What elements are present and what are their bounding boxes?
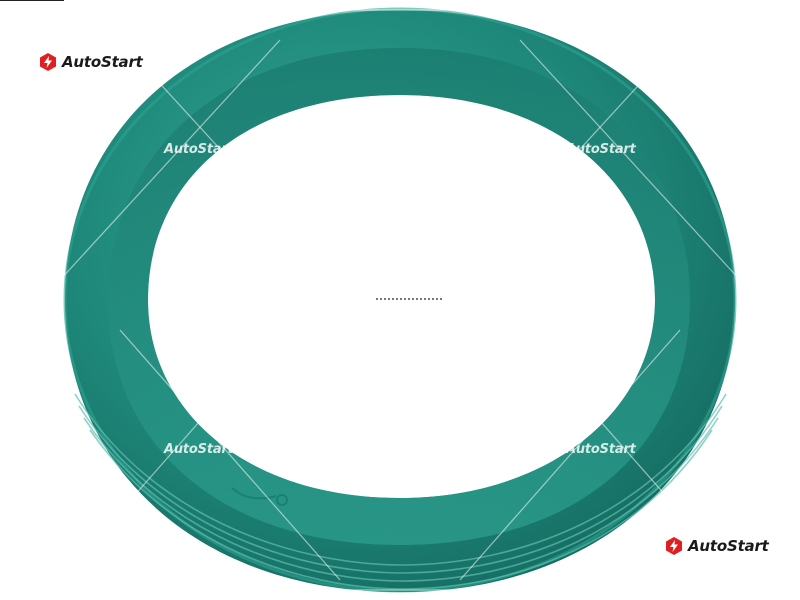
watermark-lines bbox=[59, 9, 741, 591]
brand-name: AutoStart bbox=[688, 537, 769, 555]
corner-line bbox=[0, 0, 64, 1]
seal-grooves bbox=[74, 393, 727, 590]
brand-logo-bottom: AutoStart bbox=[664, 536, 769, 556]
autostart-logo-icon bbox=[666, 537, 682, 555]
watermark-text: AutoStart bbox=[164, 142, 234, 157]
brand-name: AutoStart bbox=[62, 53, 143, 71]
watermark-text: AutoStart bbox=[164, 442, 234, 457]
autostart-logo-icon bbox=[40, 53, 56, 71]
seal-emboss-mark bbox=[231, 487, 288, 506]
watermark-text: AutoStart bbox=[566, 442, 636, 457]
center-marker bbox=[376, 298, 442, 300]
watermark-text: AutoStart bbox=[566, 142, 636, 157]
brand-logo-top: AutoStart bbox=[38, 52, 143, 72]
